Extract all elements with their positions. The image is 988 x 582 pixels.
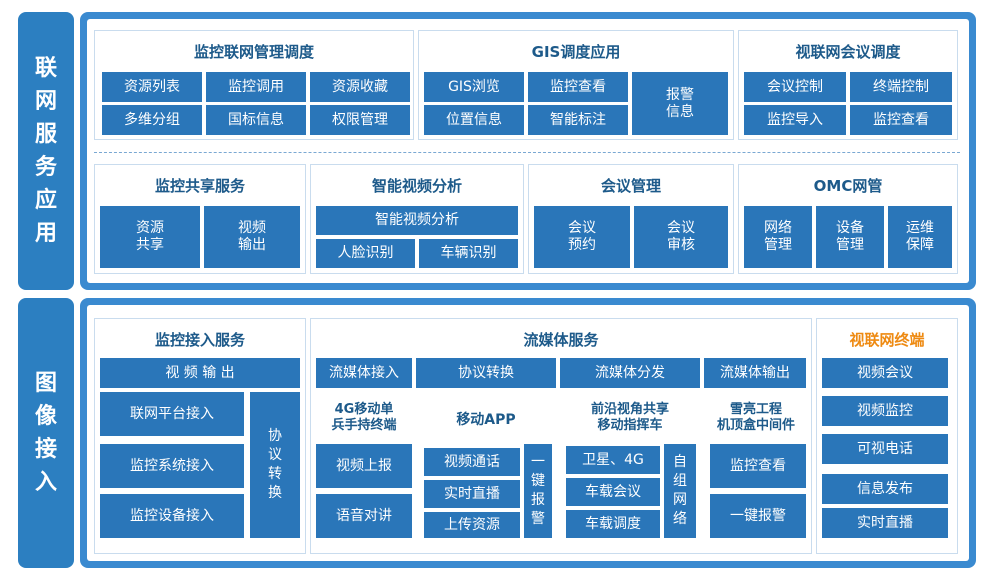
tile-terminal-live[interactable]: 实时直播: [822, 508, 948, 538]
box-title: 监控联网管理调度: [193, 43, 314, 61]
tile-video-report[interactable]: 视频上报: [316, 444, 412, 488]
tile-car-meeting[interactable]: 车载会议: [566, 478, 660, 506]
tile-conf-control[interactable]: 会议控制: [744, 72, 846, 102]
subhead-snow-project: 雪亮工程 机顶盒中间件: [716, 402, 795, 433]
tile-monitor-call[interactable]: 监控调用: [206, 72, 306, 102]
tile-conf-monitor-view[interactable]: 监控查看: [850, 105, 952, 135]
tile-stream-in[interactable]: 流媒体接入: [316, 358, 412, 388]
tile-video-phone[interactable]: 可视电话: [822, 434, 948, 464]
subhead-4g-terminal: 4G移动单 兵手持终端: [331, 402, 397, 433]
tile-terminal-control[interactable]: 终端控制: [850, 72, 952, 102]
tile-info-publish[interactable]: 信息发布: [822, 474, 948, 504]
tile-network-mgmt[interactable]: 网络 管理: [744, 206, 812, 268]
divider-dashed: [94, 152, 960, 153]
tile-protocol-convert[interactable]: 协议转换: [250, 392, 300, 538]
tile-live-stream[interactable]: 实时直播: [424, 480, 520, 508]
tile-video-monitor[interactable]: 视频监控: [822, 396, 948, 426]
tile-meeting-review[interactable]: 会议 审核: [634, 206, 728, 268]
tile-video-output[interactable]: 视频 输出: [204, 206, 300, 268]
tile-gis-monitor[interactable]: 监控查看: [528, 72, 628, 102]
tile-video-meeting[interactable]: 视频会议: [822, 358, 948, 388]
box-title: 智能视频分析: [371, 177, 462, 195]
tile-permission[interactable]: 权限管理: [310, 105, 410, 135]
box-title: 视联网会议调度: [795, 43, 901, 61]
side-label-bottom-text: 图像接入: [34, 371, 57, 495]
tile-access-video-output[interactable]: 视 频 输 出: [100, 358, 300, 388]
subhead-command-vehicle: 前沿视角共享 移动指挥车: [590, 402, 669, 433]
side-label-top-text: 联网服务应用: [34, 56, 57, 246]
tile-resource-list[interactable]: 资源列表: [102, 72, 202, 102]
tile-system-access[interactable]: 监控系统接入: [100, 444, 244, 488]
tile-gis-browse[interactable]: GIS浏览: [424, 72, 524, 102]
tile-video-call[interactable]: 视频通话: [424, 448, 520, 476]
tile-monitor-import[interactable]: 监控导入: [744, 105, 846, 135]
tile-car-dispatch[interactable]: 车载调度: [566, 510, 660, 538]
tile-ops-support[interactable]: 运维 保障: [888, 206, 952, 268]
tile-app-sos-text: 一键报警: [531, 454, 545, 527]
tile-vehicle-recognition[interactable]: 车辆识别: [419, 239, 518, 268]
tile-ad-hoc-network[interactable]: 自组网络: [664, 444, 696, 538]
tile-resource-share[interactable]: 资源 共享: [100, 206, 200, 268]
tile-device-mgmt[interactable]: 设备 管理: [816, 206, 884, 268]
tile-stream-protocol[interactable]: 协议转换: [416, 358, 556, 388]
tile-stream-distribute[interactable]: 流媒体分发: [560, 358, 700, 388]
tile-voice-intercom[interactable]: 语音对讲: [316, 494, 412, 538]
tile-gis-tag[interactable]: 智能标注: [528, 105, 628, 135]
tile-snow-sos[interactable]: 一键报警: [710, 494, 806, 538]
box-title: 会议管理: [600, 177, 661, 195]
tile-ad-hoc-network-text: 自组网络: [673, 454, 687, 527]
tile-stream-out[interactable]: 流媒体输出: [704, 358, 806, 388]
side-label-top: 联网服务应用: [18, 12, 74, 290]
tile-gb-info[interactable]: 国标信息: [206, 105, 306, 135]
tile-meeting-booking[interactable]: 会议 预约: [534, 206, 630, 268]
tile-resource-fav[interactable]: 资源收藏: [310, 72, 410, 102]
tile-multi-group[interactable]: 多维分组: [102, 105, 202, 135]
subhead-mobile-app: 移动APP: [456, 412, 516, 428]
box-title: GIS调度应用: [531, 43, 621, 61]
box-title: 监控共享服务: [154, 177, 245, 195]
tile-protocol-convert-text: 协议转换: [268, 428, 282, 501]
tile-app-sos[interactable]: 一键报警: [524, 444, 552, 538]
tile-upload-resource[interactable]: 上传资源: [424, 512, 520, 538]
tile-face-recognition[interactable]: 人脸识别: [316, 239, 415, 268]
tile-platform-access[interactable]: 联网平台接入: [100, 392, 244, 436]
tile-ai-bar[interactable]: 智能视频分析: [316, 206, 518, 235]
tile-device-access[interactable]: 监控设备接入: [100, 494, 244, 538]
side-label-bottom: 图像接入: [18, 298, 74, 568]
box-title: OMC网管: [813, 177, 883, 195]
tile-snow-monitor[interactable]: 监控查看: [710, 444, 806, 488]
tile-alarm-info[interactable]: 报警 信息: [632, 72, 728, 135]
box-title: 流媒体服务: [523, 331, 599, 349]
tile-satellite-4g[interactable]: 卫星、4G: [566, 446, 660, 474]
box-title: 视联网终端: [849, 331, 925, 349]
tile-gis-position[interactable]: 位置信息: [424, 105, 524, 135]
box-title: 监控接入服务: [154, 331, 245, 349]
